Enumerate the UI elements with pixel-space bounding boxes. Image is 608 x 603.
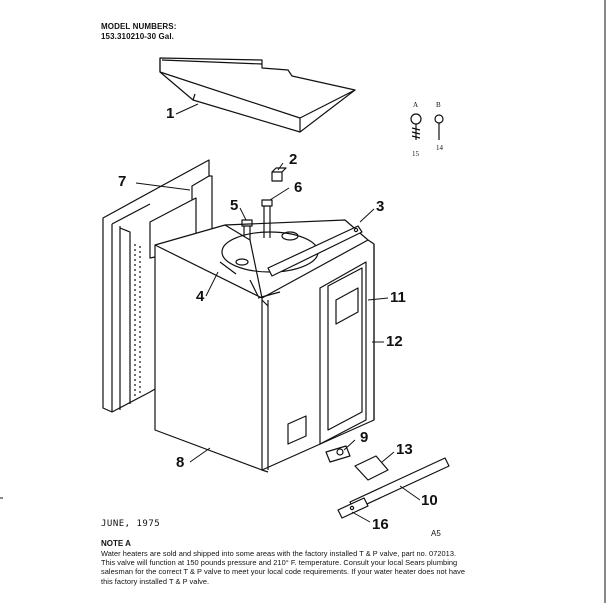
part-16-bracket — [337, 497, 369, 519]
inset-fastener-a — [410, 113, 422, 140]
note-line: Water heaters are sold and shipped into … — [101, 549, 457, 558]
note-line: This valve will function at 150 pounds p… — [101, 558, 458, 568]
part-lower-opening — [287, 415, 307, 445]
callout-2: 2 — [289, 151, 298, 168]
note-line: this factory installed T & P valve. — [101, 576, 210, 586]
inset-fastener-b — [434, 114, 444, 140]
diagram-date: JUNE, 1975 — [101, 519, 161, 529]
note-line: salesman for the correct T & P valve to … — [101, 567, 466, 577]
part-1-top-cover — [159, 57, 356, 133]
part-3-brace — [267, 225, 363, 277]
callout-16: 16 — [372, 516, 389, 533]
callout-10: 10 — [421, 492, 438, 509]
callout-7: 7 — [118, 173, 127, 190]
part-2-cap — [271, 167, 287, 182]
model-numbers: MODEL NUMBERS: 153.310210-30 Gal. — [101, 22, 176, 42]
note-title: NOTE A — [101, 539, 131, 548]
callout-12: 12 — [386, 333, 403, 350]
sheet-id: A5 — [431, 529, 441, 538]
callout-9: 9 — [360, 429, 369, 446]
callout-5: 5 — [230, 197, 239, 214]
part-11-access-cover — [319, 261, 367, 445]
inset-num-b: 14 — [436, 144, 443, 152]
inset-label-a: A — [413, 101, 419, 109]
callout-3: 3 — [376, 198, 385, 215]
model-number: 153.310210-30 Gal. — [101, 32, 174, 41]
inset-num-a: 15 — [412, 150, 419, 158]
part-13-plate — [354, 455, 389, 481]
callout-4: 4 — [196, 288, 205, 305]
inset-label-b: B — [436, 101, 441, 109]
model-heading: MODEL NUMBERS: — [101, 22, 177, 31]
leader-lines — [135, 103, 421, 523]
callout-13: 13 — [396, 441, 413, 458]
callout-8: 8 — [176, 454, 185, 471]
note-body: Water heaters are sold and shipped into … — [101, 549, 606, 586]
callout-1: 1 — [166, 105, 175, 122]
callout-11: 11 — [390, 289, 406, 306]
callout-6: 6 — [294, 179, 303, 196]
